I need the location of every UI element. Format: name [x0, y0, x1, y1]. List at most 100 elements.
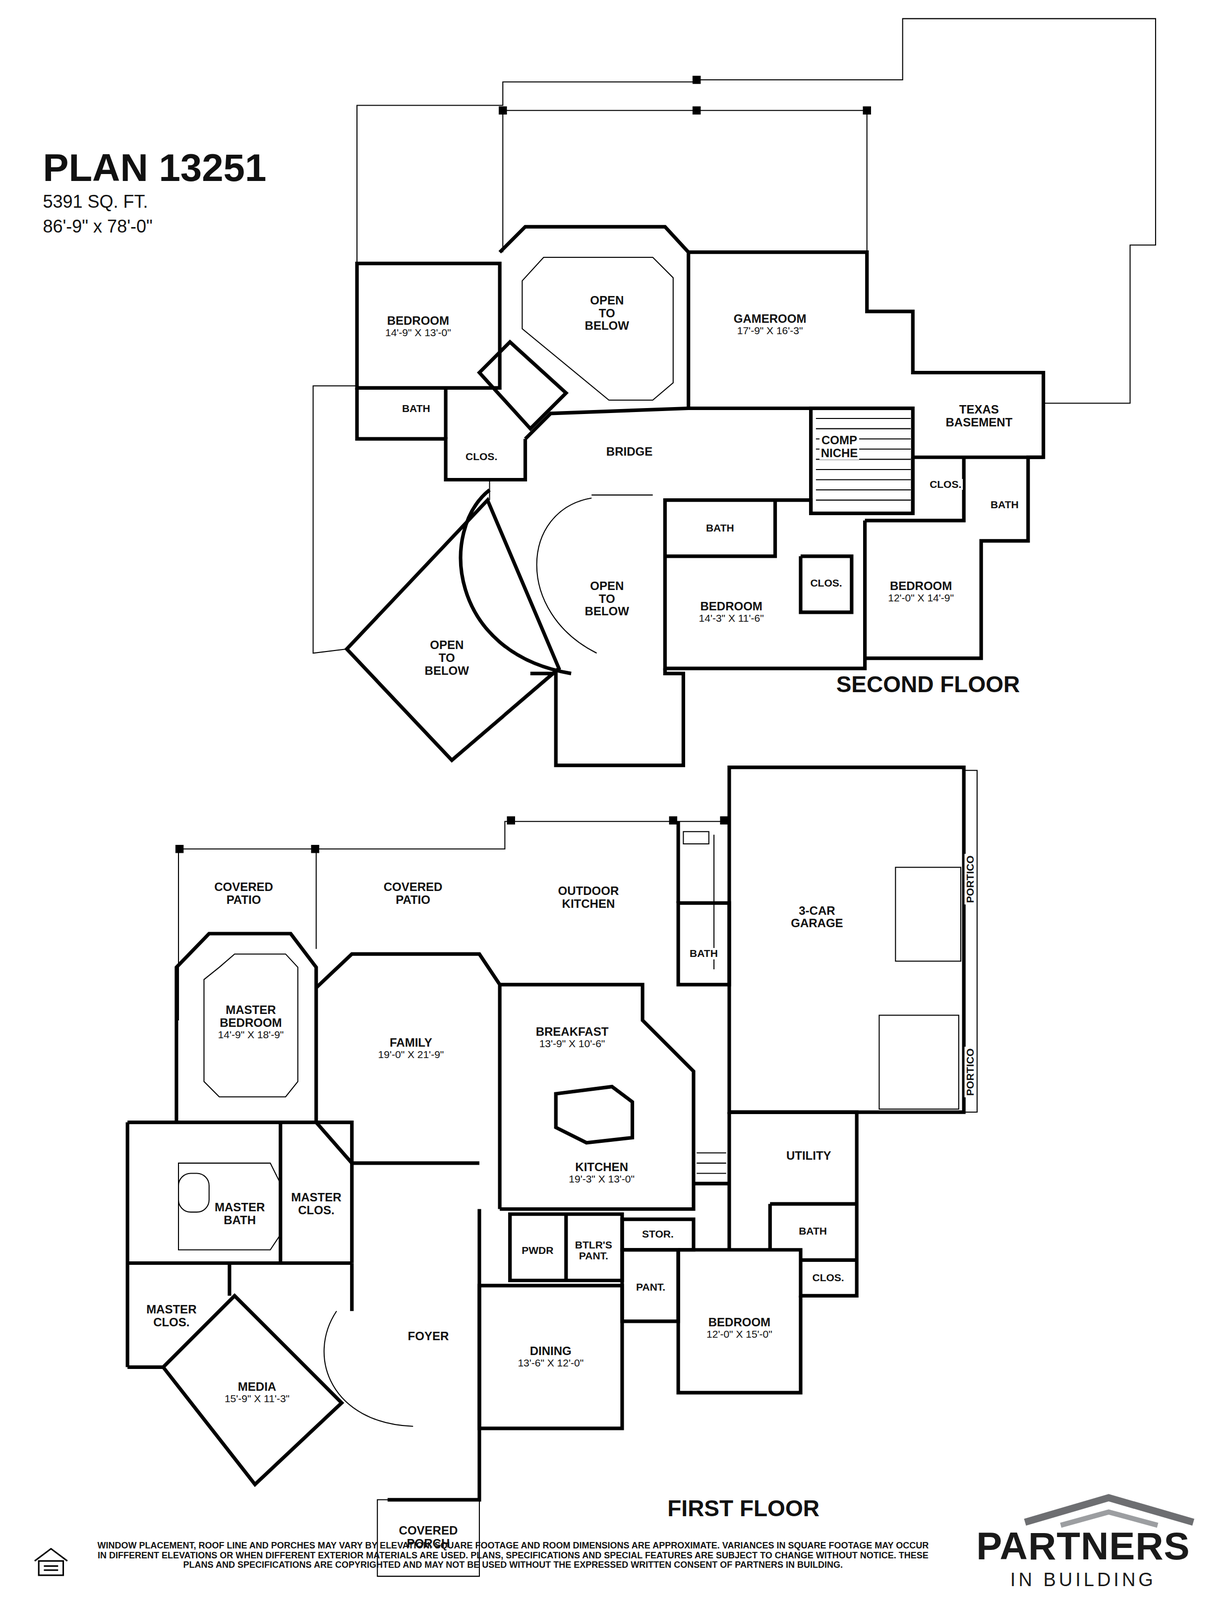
- room-name: COVERED PATIO: [382, 880, 445, 907]
- plan-line: [499, 226, 689, 409]
- plan-line: [38, 1560, 63, 1576]
- plan-line: [356, 263, 500, 388]
- plan-line: [316, 953, 500, 1209]
- room-name: UTILITY: [784, 1149, 833, 1163]
- room-name: DINING: [528, 1344, 574, 1358]
- room-name: PORTICO: [964, 853, 976, 905]
- plan-line: [43, 1565, 59, 1567]
- plan-line: [564, 1214, 568, 1281]
- room-name: PWDR: [520, 1244, 555, 1257]
- brand-name: PARTNERS: [976, 1524, 1190, 1568]
- disclaimer-text: WINDOW PLACEMENT, ROOF LINE AND PORCHES …: [94, 1540, 933, 1571]
- room-dimension: 13'-6" X 12'-0": [516, 1357, 585, 1369]
- room-name: CLOS.: [928, 478, 963, 491]
- room-dimension: 12'-0" X 14'-9": [886, 592, 956, 604]
- plan-line: [719, 816, 728, 824]
- room-label: PORTICO: [964, 853, 976, 905]
- room-name: PANT.: [634, 1281, 667, 1293]
- plan-line: [863, 520, 867, 659]
- room-name: BREAKFAST: [534, 1025, 611, 1039]
- plan-line: [911, 457, 915, 514]
- plan-line: [696, 1172, 727, 1174]
- plan-line: [530, 668, 684, 765]
- room-dimension: 14'-3" X 11'-6": [697, 612, 766, 625]
- plan-line: [555, 1086, 633, 1143]
- plan-line: [178, 821, 730, 1021]
- plan-line: [816, 478, 911, 480]
- plan-line: [510, 1214, 623, 1281]
- room-label: BREAKFAST13'-9" X 10'-6": [534, 1025, 611, 1050]
- plan-size: 86'-9" x 78'-0": [42, 216, 153, 237]
- plan-line: [125, 1122, 130, 1368]
- plan-line: [522, 257, 673, 401]
- room-label: FAMILY19'-0" X 21'-9": [376, 1036, 446, 1061]
- room-label: TEXAS BASEMENT: [944, 403, 1015, 429]
- plan-line: [963, 770, 978, 1112]
- room-dimension: 14'-9" X 13'-0": [383, 327, 453, 339]
- room-dimension: 14'-9" X 18'-9": [216, 1029, 286, 1041]
- plan-line: [175, 844, 184, 853]
- plan-line: [678, 902, 730, 985]
- room-name: CLOS.: [811, 1272, 846, 1284]
- plan-line: [664, 500, 775, 557]
- room-name: BRIDGE: [604, 445, 654, 459]
- plan-area: 5391 SQ. FT.: [42, 191, 148, 212]
- plan-line: [912, 455, 1044, 460]
- room-label: MASTER CLOS.: [144, 1302, 198, 1329]
- room-dimension: 12'-0" X 15'-0": [704, 1328, 774, 1341]
- room-name: MASTER BEDROOM: [218, 1003, 284, 1030]
- room-name: MEDIA: [236, 1380, 278, 1394]
- room-name: FAMILY: [388, 1036, 434, 1050]
- plan-line: [878, 1015, 959, 1110]
- plan-line: [816, 428, 911, 430]
- plan-line: [313, 385, 357, 653]
- plan-line: [34, 1548, 68, 1562]
- plan-line: [669, 816, 678, 824]
- plan-line: [310, 844, 319, 853]
- room-name: CLOS.: [464, 451, 499, 463]
- room-name: KITCHEN: [573, 1160, 630, 1174]
- room-name: BATH: [989, 499, 1021, 511]
- room-name: BTLR'S PANT.: [573, 1239, 614, 1262]
- room-label: UTILITY: [784, 1149, 833, 1163]
- plan-line: [727, 1111, 731, 1250]
- plan-title: PLAN 13251: [42, 146, 267, 190]
- room-label: BATH: [400, 403, 432, 415]
- room-name: OPEN TO BELOW: [423, 638, 471, 678]
- room-name: BEDROOM: [888, 579, 954, 593]
- room-label: CLOS.: [464, 451, 499, 463]
- room-name: GAMEROOM: [732, 312, 809, 326]
- room-name: OUTDOOR KITCHEN: [556, 884, 621, 911]
- room-name: BATH: [688, 947, 720, 960]
- plan-line: [1060, 1512, 1158, 1526]
- room-name: OPEN TO BELOW: [583, 293, 631, 333]
- room-name: BEDROOM: [385, 314, 451, 328]
- plan-line: [816, 468, 911, 470]
- room-label: BEDROOM14'-9" X 13'-0": [383, 314, 453, 339]
- plan-line: [278, 1122, 283, 1264]
- room-label: BEDROOM12'-0" X 15'-0": [704, 1315, 774, 1341]
- room-label: PORTICO: [964, 1046, 976, 1098]
- room-name: 3-CAR GARAGE: [783, 904, 851, 931]
- room-label: OPEN TO BELOW: [423, 638, 471, 678]
- equal-housing-logo: [34, 1548, 68, 1576]
- plan-line: [203, 953, 298, 1097]
- plan-line: [800, 1258, 857, 1262]
- room-dimension: 19'-0" X 21'-9": [376, 1049, 446, 1061]
- plan-line: [387, 1208, 480, 1500]
- plan-line: [498, 106, 507, 115]
- plan-line: [127, 1122, 352, 1264]
- plan-line: [499, 984, 694, 1210]
- room-dimension: 15'-9" X 11'-3": [223, 1393, 292, 1405]
- room-label: COMP NICHE: [819, 433, 860, 460]
- plan-line: [622, 1249, 679, 1322]
- floor-label: SECOND FLOOR: [836, 671, 1021, 698]
- plan-line: [696, 1152, 727, 1154]
- plan-line: [692, 75, 701, 84]
- plan-line: [683, 831, 709, 844]
- plan-line: [127, 1295, 342, 1485]
- plan-line: [696, 1162, 727, 1164]
- room-dimension: 19'-3" X 13'-0": [567, 1173, 637, 1185]
- room-label: OPEN TO BELOW: [583, 579, 631, 619]
